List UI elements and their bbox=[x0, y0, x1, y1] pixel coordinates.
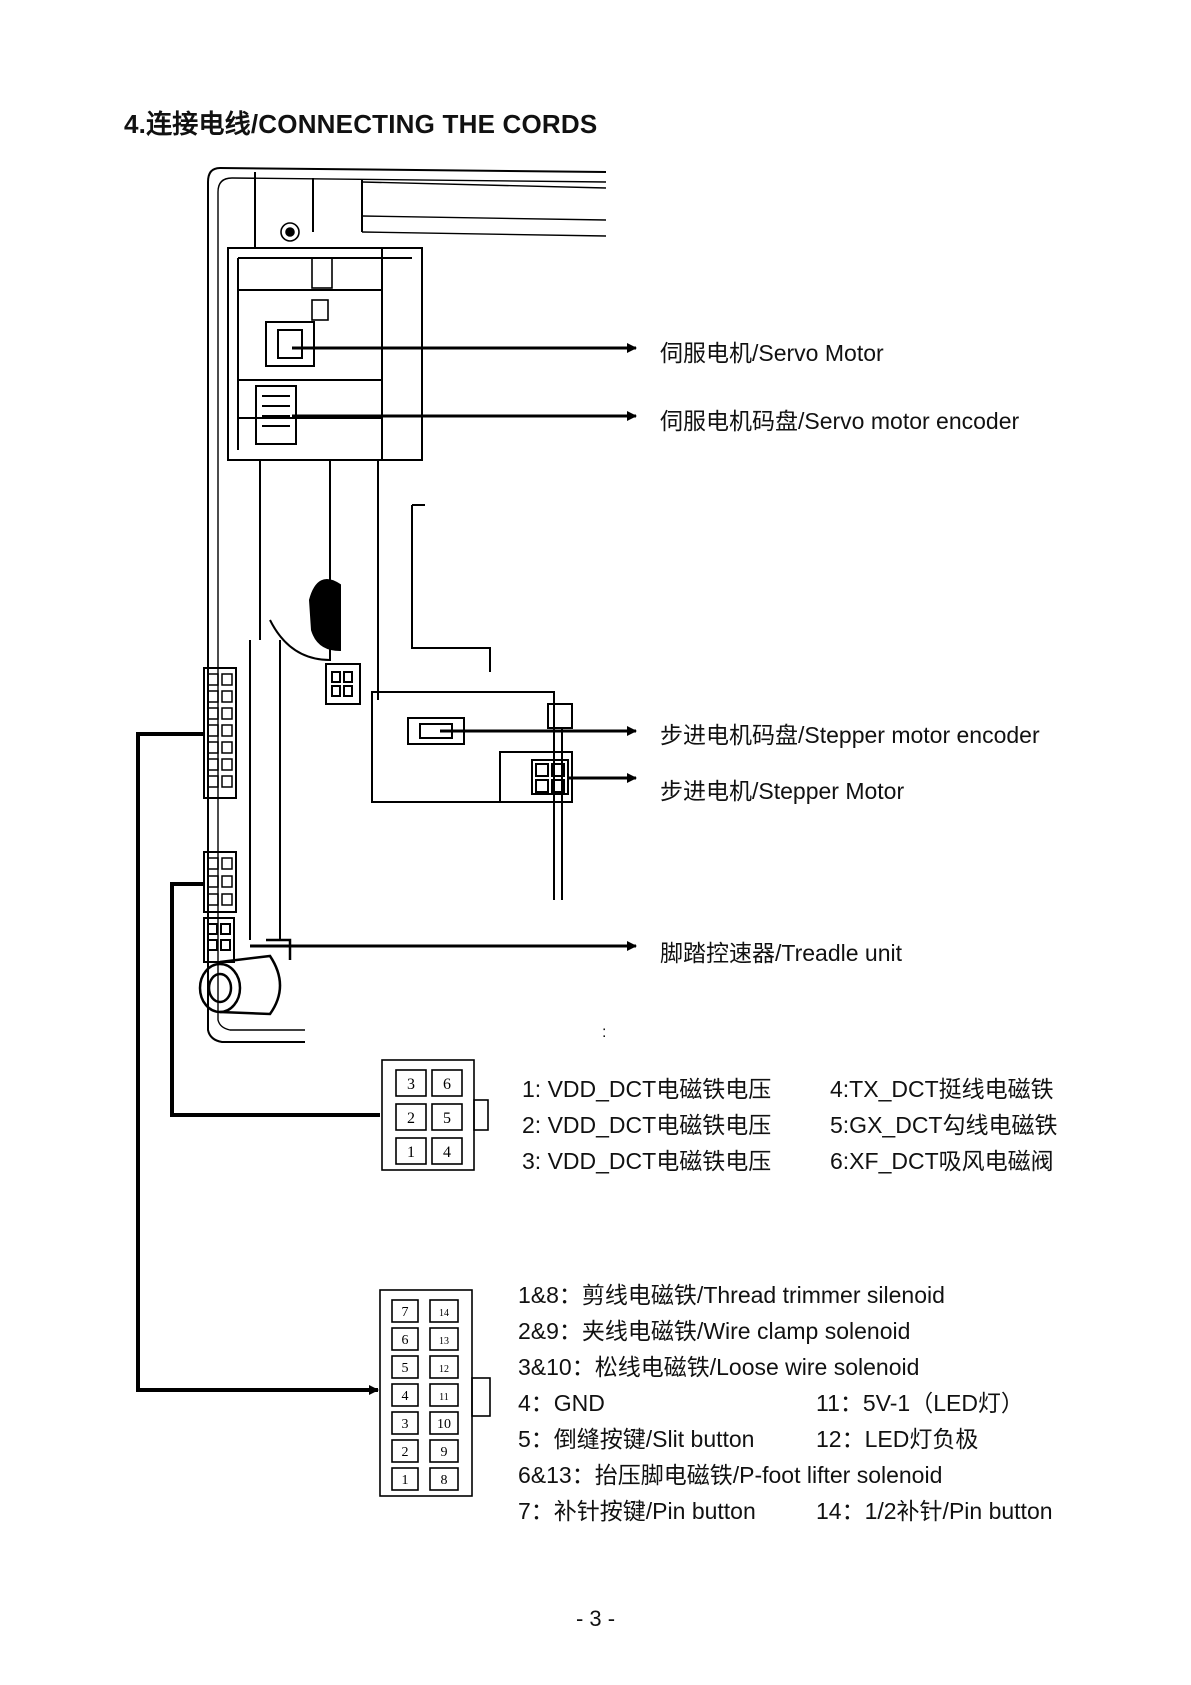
page-title: 4.连接电线/CONNECTING THE CORDS bbox=[124, 109, 598, 139]
connector6-legend-right: 4:TX_DCT挺线电磁铁 bbox=[830, 1076, 1054, 1102]
page-number: - 3 - bbox=[575, 1606, 616, 1631]
connector14-pin-numbers: 7 14 6 13 5 12 4 11 3 10 2 9 1 8 bbox=[402, 1305, 452, 1488]
pin-label: 4 bbox=[443, 1144, 451, 1161]
pin-label: 9 bbox=[441, 1445, 448, 1460]
pin-label: 5 bbox=[443, 1110, 451, 1127]
leader-lines bbox=[136, 732, 380, 1395]
connector6-pinout bbox=[381, 1059, 489, 1171]
connector14-legend-left: 2&9：夹线电磁铁/Wire clamp solenoid bbox=[518, 1318, 911, 1344]
housing-treadle-connector bbox=[203, 917, 235, 963]
connector14-legend-right: 11：5V-1（LED灯） bbox=[816, 1390, 1024, 1416]
connector14-legend-left: 6&13：抬压脚电磁铁/P-foot lifter solenoid bbox=[518, 1462, 943, 1488]
connector14-legend-left: 4：GND bbox=[518, 1390, 605, 1416]
connector14-legend-left: 1&8：剪线电磁铁/Thread trimmer silenoid bbox=[518, 1282, 945, 1308]
connector14-legend-left: 7：补针按键/Pin button bbox=[518, 1498, 756, 1524]
connector14-legend-right: 12：LED灯负极 bbox=[816, 1426, 979, 1452]
pin-label: 3 bbox=[407, 1076, 415, 1093]
connector14-legend-left: 5：倒缝按键/Slit button bbox=[518, 1426, 755, 1452]
pin-label: 6 bbox=[443, 1076, 451, 1093]
pin-label: 8 bbox=[441, 1473, 448, 1488]
pin-label: 2 bbox=[407, 1110, 415, 1127]
pin-label: 6 bbox=[402, 1333, 409, 1348]
connector14-legend-left: 3&10：松线电磁铁/Loose wire solenoid bbox=[518, 1354, 920, 1380]
pin-label: 2 bbox=[402, 1445, 409, 1460]
callout-servo-encoder: 伺服电机码盘/Servo motor encoder bbox=[660, 408, 1020, 434]
pin-label: 4 bbox=[402, 1389, 409, 1404]
connector6-legend-right: 5:GX_DCT勾线电磁铁 bbox=[830, 1112, 1058, 1138]
housing-details bbox=[280, 222, 333, 321]
pin-label: 1 bbox=[407, 1144, 415, 1161]
connector6-legend-left: 2: VDD_DCT电磁铁电压 bbox=[522, 1112, 772, 1138]
servo-encoder-connector bbox=[255, 385, 297, 445]
callout-servo-motor: 伺服电机/Servo Motor bbox=[660, 340, 884, 366]
machine-outline bbox=[207, 166, 607, 1043]
connector14-legend-right: 14：1/2补针/Pin button bbox=[816, 1498, 1053, 1524]
pin-label: 7 bbox=[402, 1305, 409, 1320]
pin-label: 1 bbox=[402, 1473, 409, 1488]
pin-label: 10 bbox=[437, 1417, 451, 1432]
mid-connector bbox=[325, 663, 361, 705]
callout-treadle: 脚踏控速器/Treadle unit bbox=[660, 940, 902, 966]
callout-stepper-motor: 步进电机/Stepper Motor bbox=[660, 778, 905, 804]
connector6-pin-numbers: 3 6 2 5 1 4 bbox=[407, 1076, 451, 1161]
pin-label: 14 bbox=[439, 1308, 449, 1319]
connector14-pinout bbox=[379, 1289, 491, 1497]
connector6-legend-right: 6:XF_DCT吸风电磁阀 bbox=[830, 1148, 1054, 1174]
pin-label: 13 bbox=[439, 1336, 449, 1347]
callout-stepper-encoder: 步进电机码盘/Stepper motor encoder bbox=[660, 722, 1040, 748]
callout-arrows bbox=[250, 343, 637, 951]
connector6-legend-left: 1: VDD_DCT电磁铁电压 bbox=[522, 1076, 772, 1102]
pin-label: 5 bbox=[402, 1361, 409, 1376]
pin-label: 11 bbox=[439, 1392, 449, 1403]
treadle-plug bbox=[198, 938, 292, 1016]
pin-label: 3 bbox=[402, 1417, 409, 1432]
pin-label: 12 bbox=[439, 1364, 449, 1375]
servo-motor-connector bbox=[265, 321, 315, 367]
stray-mark: : bbox=[602, 1024, 607, 1041]
connector6-legend-left: 3: VDD_DCT电磁铁电压 bbox=[522, 1148, 772, 1174]
